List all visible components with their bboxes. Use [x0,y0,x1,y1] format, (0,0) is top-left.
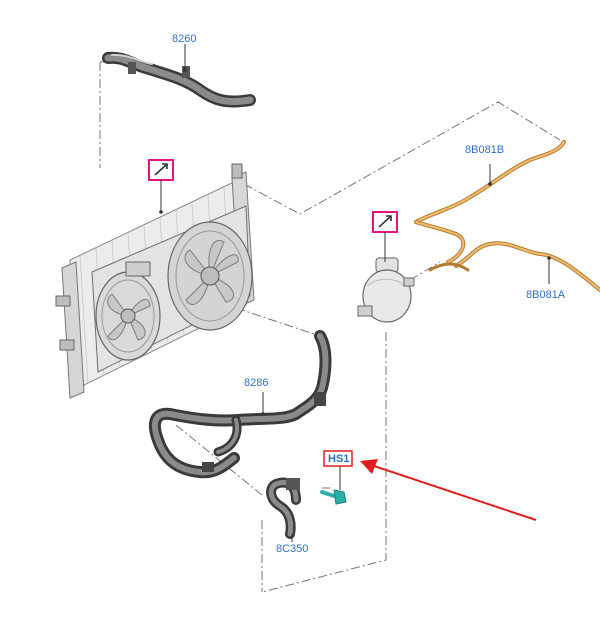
part-label-fastener: HS1 [328,453,349,465]
hose-clamp [128,62,136,74]
phantom-lines [99,59,561,593]
fan-shroud [91,205,253,373]
fastener-bolt [320,489,347,505]
pencil-note-icon [148,159,174,181]
part-label-bleed-hose: 8C350 [276,543,308,555]
part-label-top-hose: 8260 [172,33,196,45]
part-label-upper-line: 8B081B [465,144,504,156]
pencil-note-icon [372,211,398,233]
top-radiator-hose [102,51,256,108]
hose-clamp [314,392,326,406]
part-label-lower-line: 8B081A [526,289,566,301]
red-arrow-icon [360,459,537,521]
coolant-line-upper [414,140,566,264]
coolant-line-lower [428,241,600,292]
lower-radiator-hose [148,330,332,479]
coolant-expansion-tank [357,257,415,323]
bleed-hose [266,477,301,539]
hose-clamp [202,462,214,472]
fan-motor-connector [125,261,151,277]
fastener-callout: HS1 [323,450,353,467]
part-label-lower-hose: 8286 [244,377,268,389]
hose-clamp [182,66,190,78]
hose-clamp [286,478,300,490]
